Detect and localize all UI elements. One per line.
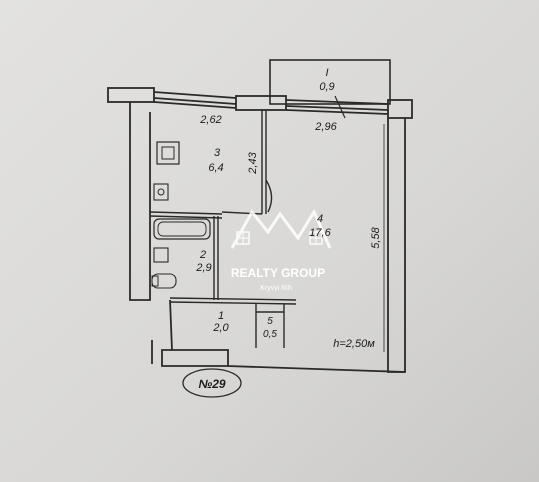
watermark-city: Kryvyi Rih [260, 285, 292, 292]
balcony [269, 59, 391, 119]
kitchen-number: 3 [214, 147, 221, 159]
hallway-number: 1 [218, 310, 224, 322]
balcony-number: I [325, 67, 328, 79]
living-depth-label: 5,58 [370, 226, 382, 248]
kitchen-depth-label: 2,43 [247, 151, 259, 174]
bathroom-sink [153, 247, 169, 263]
living-width-label: 2,96 [314, 121, 337, 133]
apartment-number-oval [182, 368, 242, 398]
living-area: 17,6 [309, 227, 331, 239]
partitions [149, 110, 297, 348]
watermark-logo [230, 208, 332, 249]
bathroom-number: 2 [199, 249, 206, 261]
hallway-area: 2,0 [212, 322, 229, 334]
kitchen-width-label: 2,62 [199, 114, 221, 126]
watermark-brand: REALTY GROUP [231, 266, 325, 280]
balcony-area: 0,9 [319, 81, 334, 93]
closet-area: 0,5 [263, 329, 277, 340]
toilet [151, 273, 177, 289]
living-number: 4 [317, 213, 323, 225]
apartment-number: №29 [198, 377, 225, 391]
kitchen-area: 6,4 [208, 162, 223, 174]
bathroom-area: 2,9 [195, 262, 211, 274]
bathtub [153, 218, 211, 240]
kitchen-sink [153, 183, 169, 201]
outer-walls [107, 87, 413, 373]
ceiling-height-label: h=2,50м [333, 338, 375, 350]
kitchen-stove [156, 141, 180, 165]
closet-number: 5 [267, 316, 273, 327]
